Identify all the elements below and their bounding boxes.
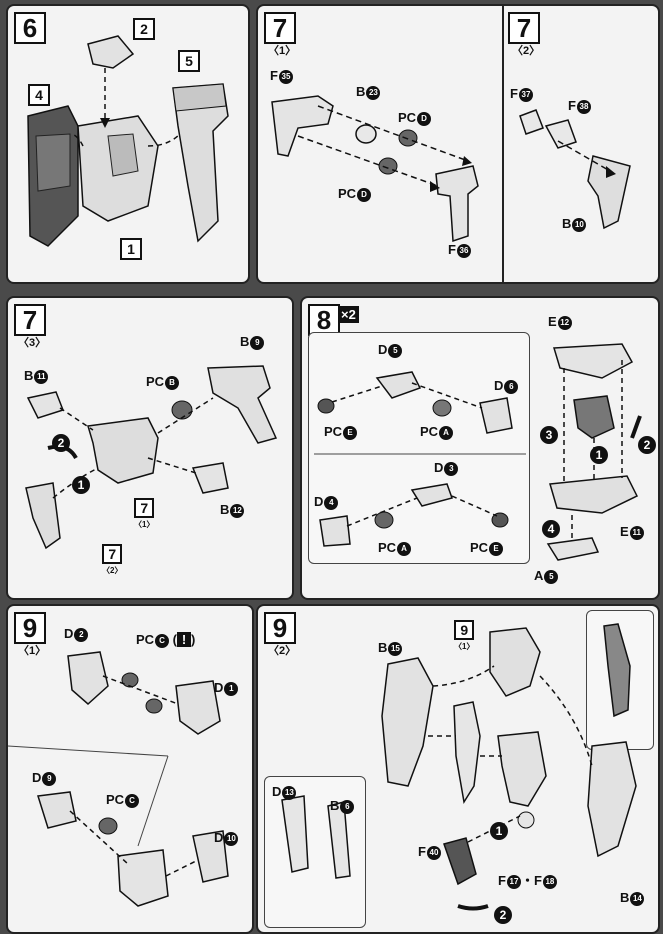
substep-label: 〈1〉 [268, 45, 297, 57]
step-7-3-illustration [25, 365, 278, 550]
warning-icon: ! [177, 632, 192, 647]
ref-step-7-2: 7〈2〉 [102, 544, 123, 575]
step-number: 9 [264, 612, 296, 644]
step-number: 7 [264, 12, 296, 44]
part-label-1: 1 [120, 238, 142, 260]
step-arrow-1: 1 [490, 822, 508, 840]
step-arrow-2: 2 [52, 434, 70, 452]
substep-label: 〈2〉 [512, 45, 541, 57]
substep-label: 〈1〉 [18, 645, 47, 657]
step-9-1-illustration [8, 651, 229, 907]
step-number: 6 [14, 12, 46, 44]
step-arrow-2: 2 [638, 436, 656, 454]
ref-step-7-1: 7〈1〉 [134, 498, 155, 529]
divider [502, 6, 504, 282]
substep-label: 〈3〉 [18, 337, 47, 349]
step-arrow-1: 1 [590, 446, 608, 464]
multiplier-badge: ×2 [338, 306, 359, 323]
step-9-2-illustration [281, 623, 637, 911]
part-label-5: 5 [178, 50, 200, 72]
step-arrow-1: 1 [72, 476, 90, 494]
step-arrow-2: 2 [494, 906, 512, 924]
ref-step-9-1: 9〈1〉 [454, 620, 475, 651]
step-7-illustration [271, 95, 631, 243]
step-arrow-4: 4 [542, 520, 560, 538]
step-arrow-3: 3 [540, 426, 558, 444]
part-label-4: 4 [28, 84, 50, 106]
step-number: 7 [508, 12, 540, 44]
substep-label: 〈2〉 [268, 645, 297, 657]
step-number: 7 [14, 304, 46, 336]
step-8-illustration [314, 343, 642, 561]
step-6-panel: 6 2 5 4 1 [6, 4, 250, 284]
step-number: 9 [14, 612, 46, 644]
step-6-illustration [27, 35, 229, 247]
part-label-2: 2 [133, 18, 155, 40]
